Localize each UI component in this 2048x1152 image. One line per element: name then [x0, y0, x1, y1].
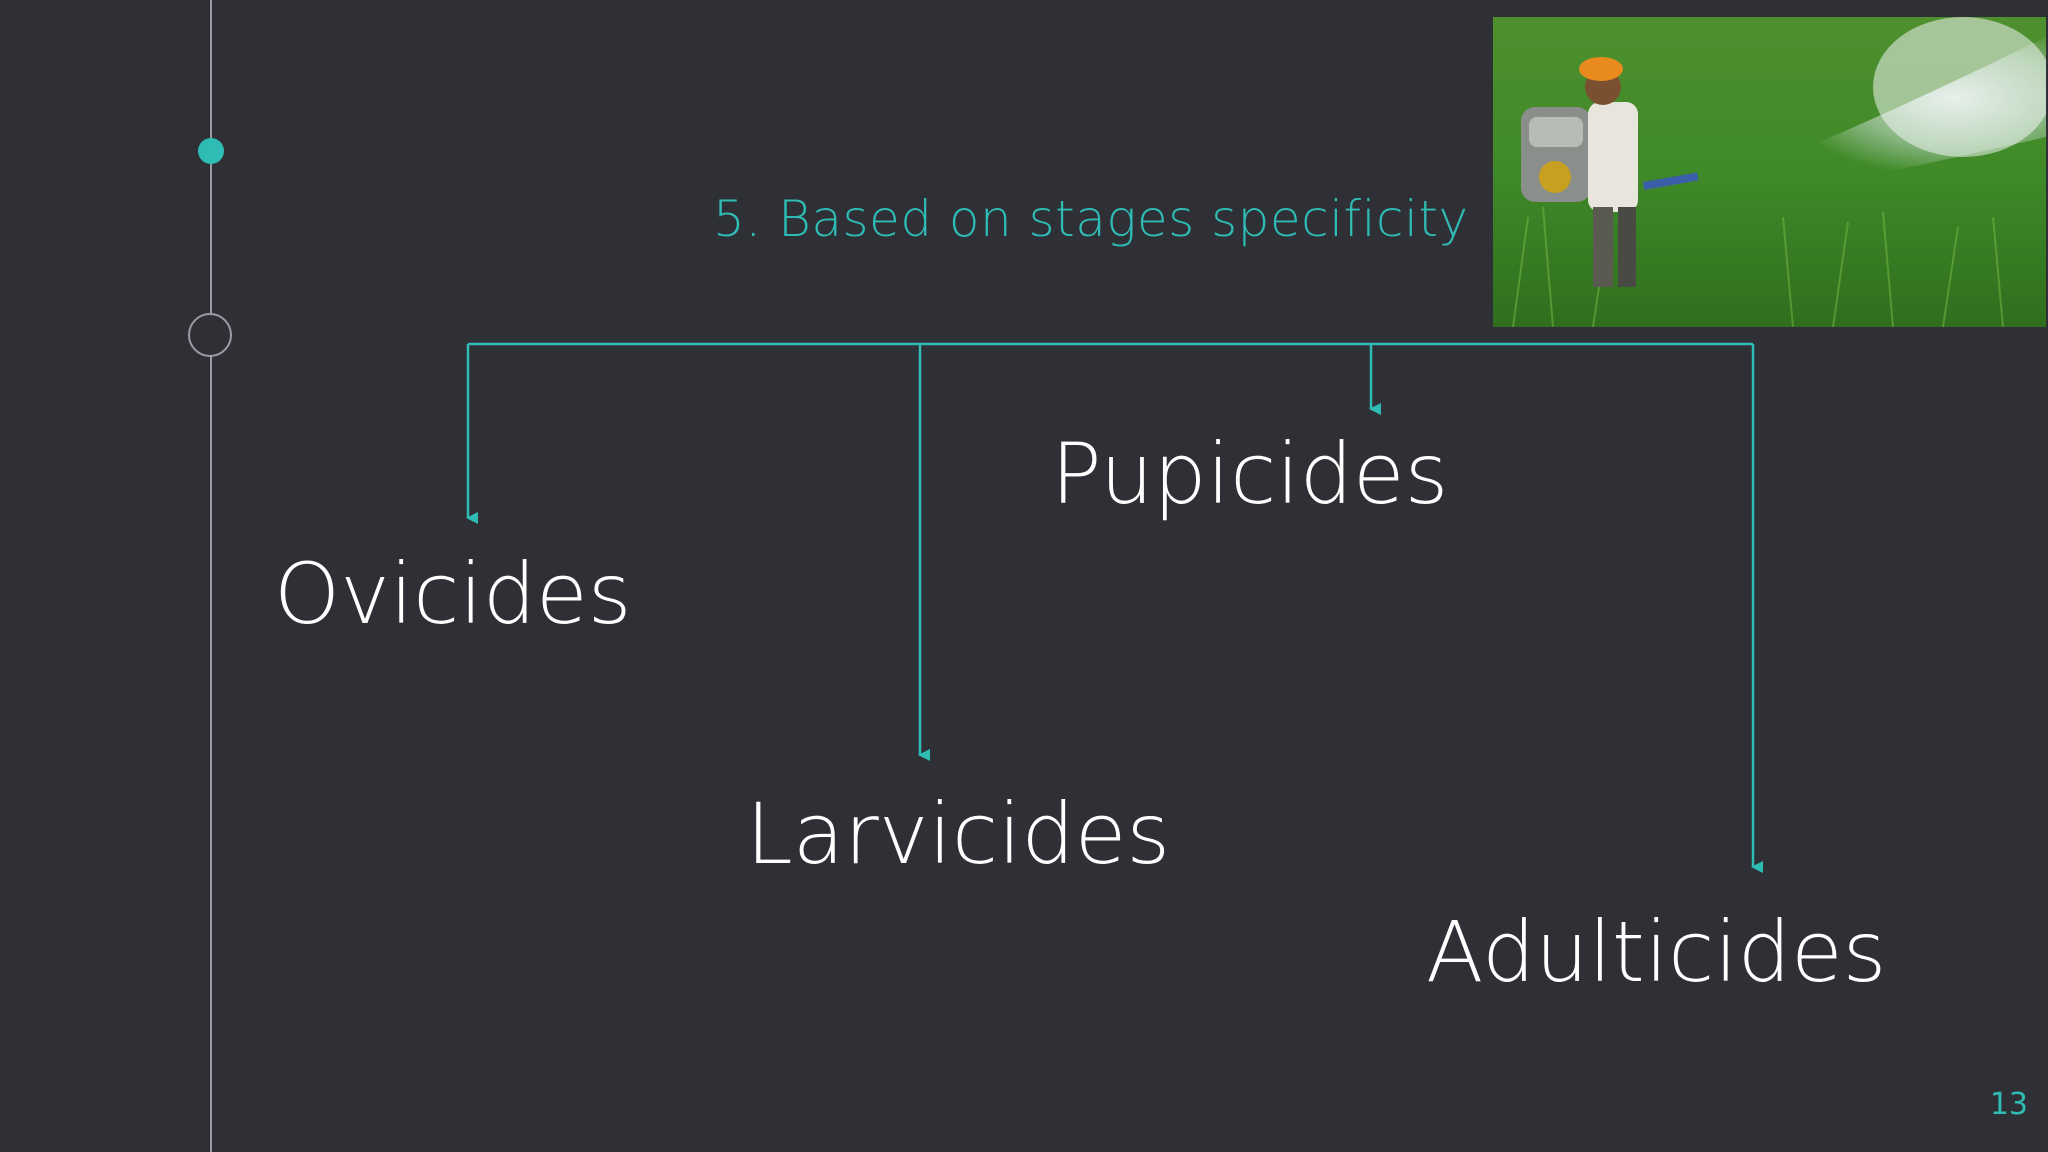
term-adulticides: Adulticides: [1426, 903, 1887, 1001]
slide-heading: 5. Based on stages specificity: [713, 190, 1469, 248]
page-number: 13: [1989, 1087, 2028, 1122]
timeline-line: [210, 0, 212, 1152]
term-larvicides: Larvicides: [746, 785, 1171, 883]
timeline-dot-inactive: [188, 313, 232, 357]
photo-farmer-spraying: [1493, 17, 2046, 327]
term-pupicides: Pupicides: [1051, 425, 1449, 523]
term-ovicides: Ovicides: [274, 545, 632, 643]
timeline-dot-active: [198, 138, 224, 164]
photo-illustration: [1493, 17, 2046, 327]
